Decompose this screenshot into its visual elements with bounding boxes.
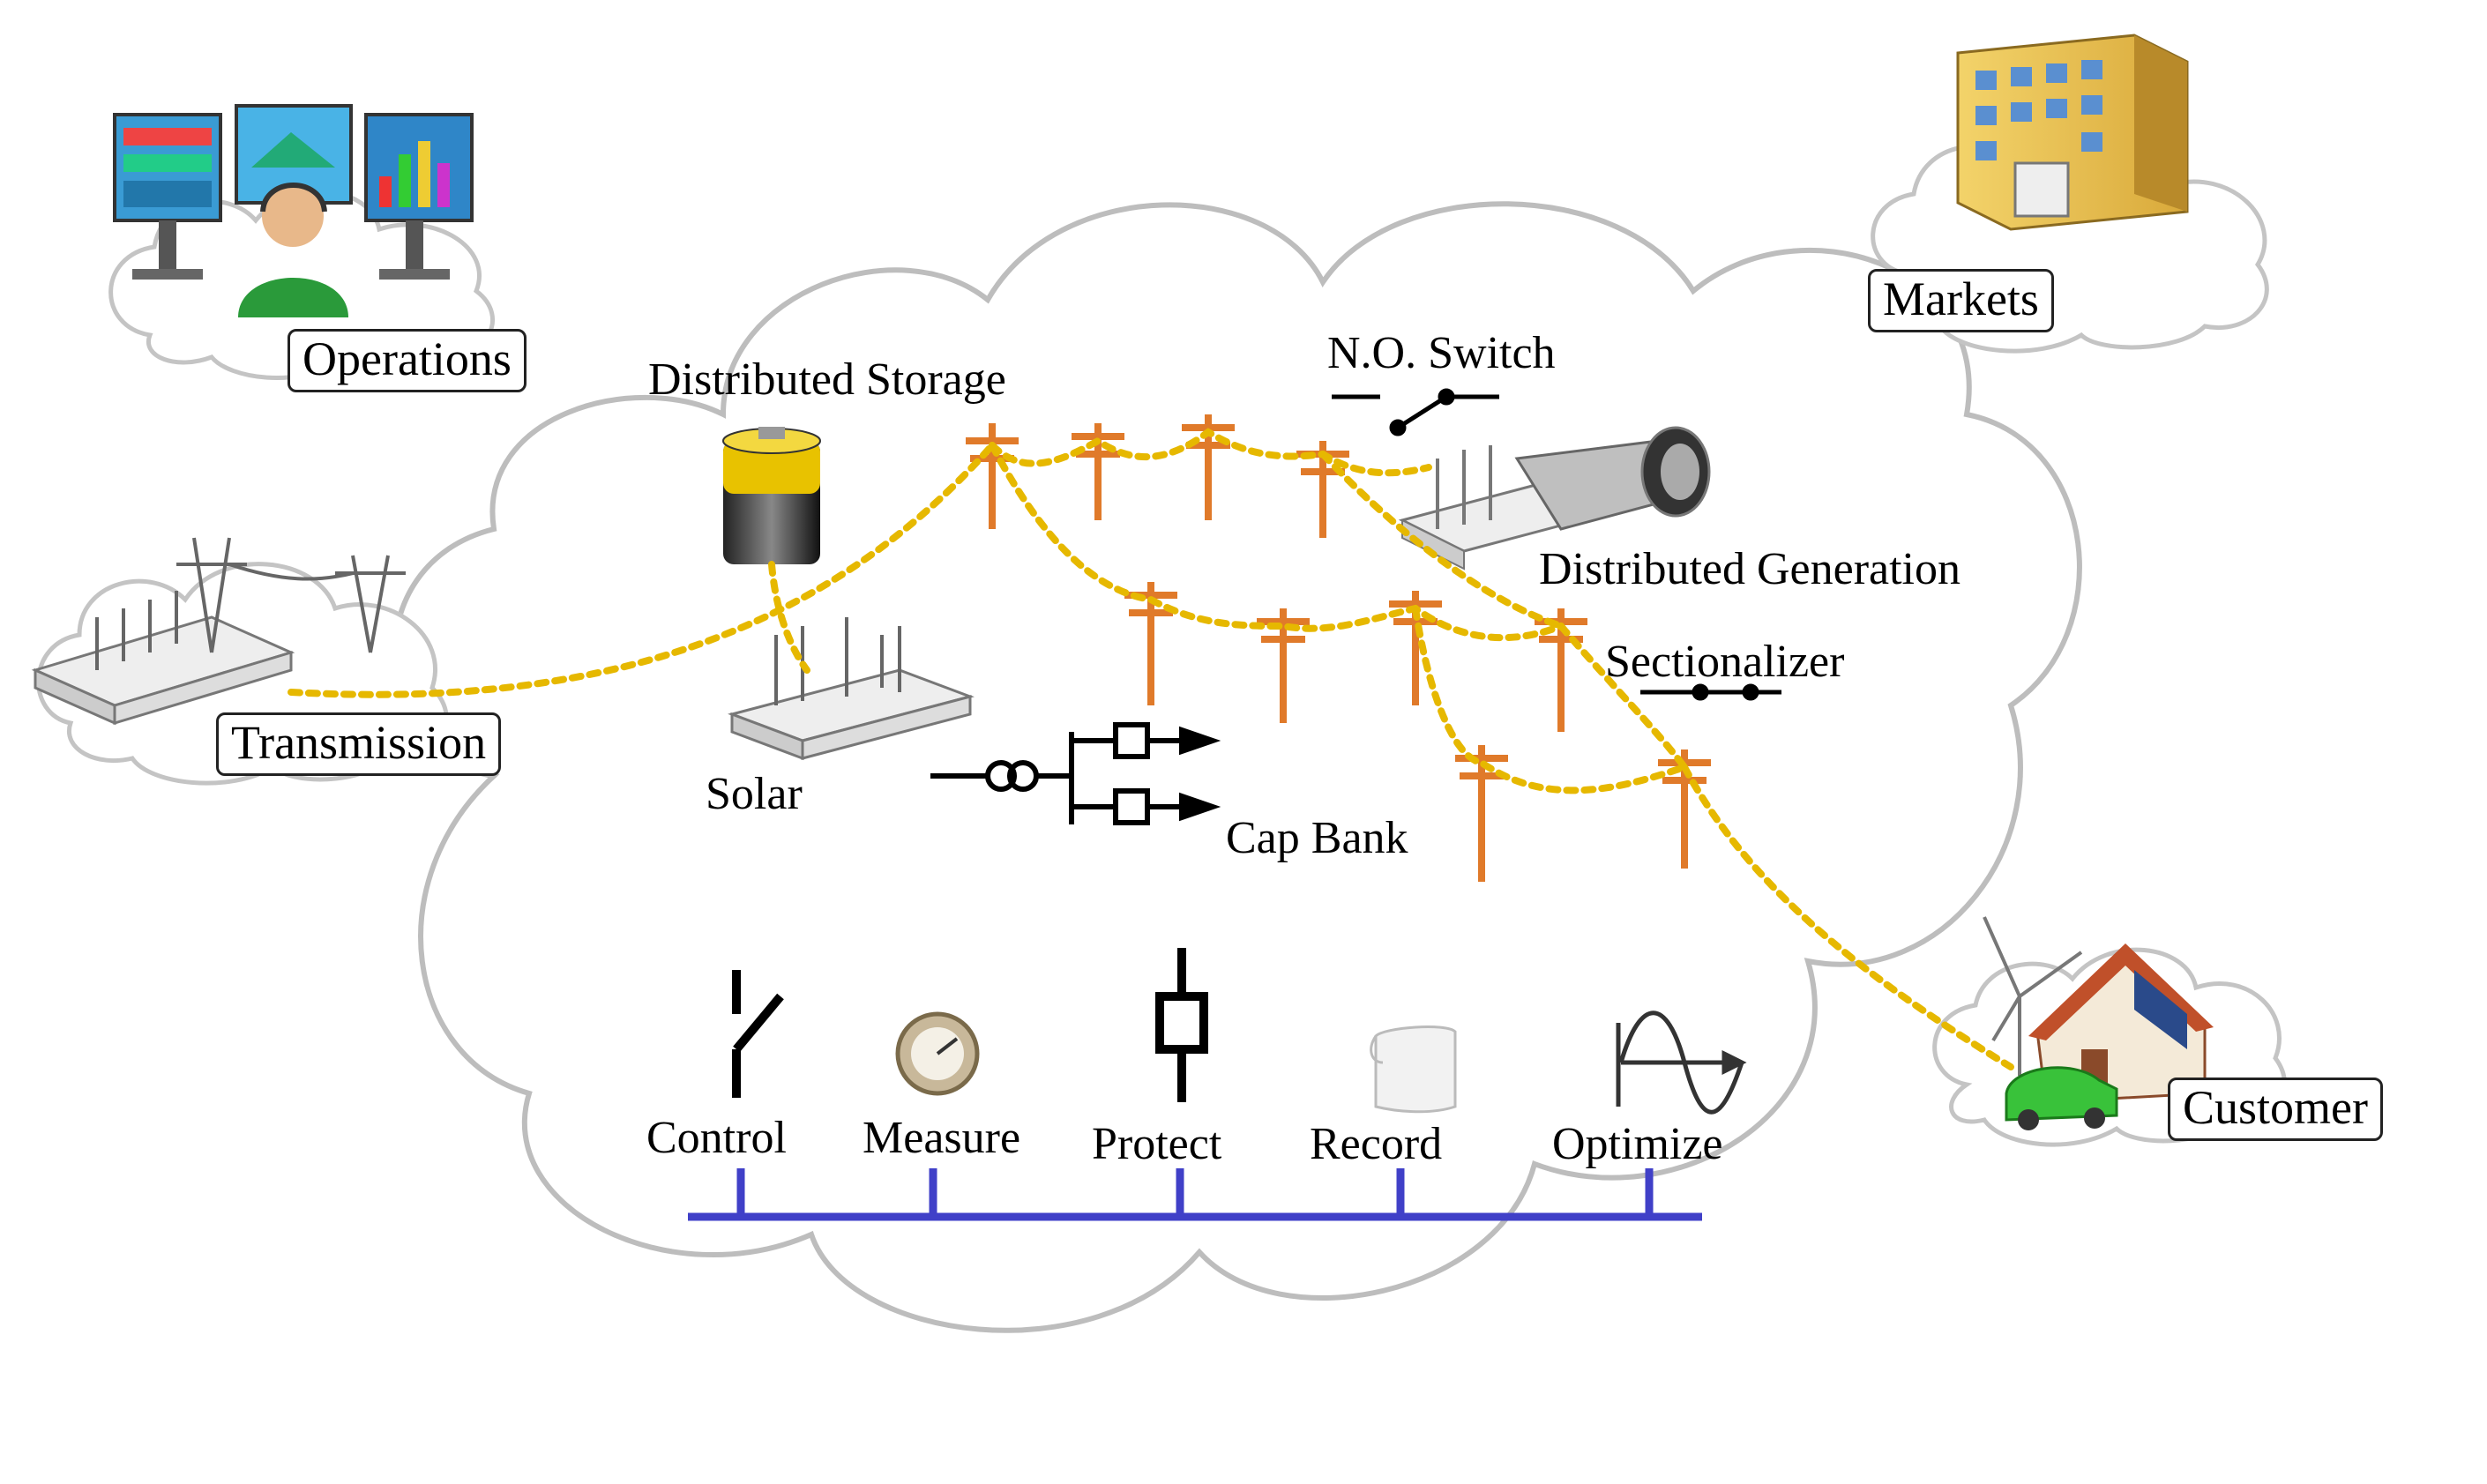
- solar-label: Solar: [706, 769, 803, 819]
- customer-label: Customer: [2168, 1078, 2383, 1141]
- function-bus: [688, 1168, 1702, 1221]
- function-label-control: Control: [646, 1113, 787, 1163]
- power-lines: [288, 428, 2014, 1070]
- markets-label: Markets: [1868, 269, 2054, 332]
- distributed-generation-label: Distributed Generation: [1539, 544, 1960, 594]
- power-line: [768, 561, 810, 674]
- function-label-measure: Measure: [863, 1113, 1021, 1163]
- paper-scroll-icon: [1370, 1025, 1457, 1114]
- waveform-icon: [1616, 1010, 1747, 1115]
- utility-pole-icon: [1257, 608, 1310, 723]
- transmission-label: Transmission: [216, 712, 502, 776]
- power-line: [1557, 623, 1688, 771]
- no-switch-label: N.O. Switch: [1327, 328, 1556, 378]
- function-label-record: Record: [1310, 1119, 1443, 1169]
- switch-symbol-icon: [732, 970, 784, 1098]
- power-line: [1319, 451, 1565, 630]
- customer-house-icon: [1983, 916, 2214, 1130]
- function-label-protect: Protect: [1092, 1119, 1222, 1169]
- function-label-optimize: Optimize: [1552, 1119, 1723, 1169]
- battery-icon: [722, 427, 821, 564]
- cap-bank-label: Cap Bank: [1226, 813, 1408, 863]
- gauge-icon: [895, 1011, 980, 1096]
- power-line: [1412, 605, 1688, 794]
- operations-label: Operations: [288, 329, 527, 392]
- distributed-storage-label: Distributed Storage: [648, 354, 1006, 405]
- normally-open-switch-symbol: [1332, 388, 1499, 436]
- generator-turbine-icon: [1398, 426, 1711, 570]
- sectionalizer-symbol: [1640, 683, 1781, 701]
- relay-symbol-icon: [1155, 948, 1208, 1102]
- power-line: [1681, 764, 2014, 1070]
- sectionalizer-label: Sectionalizer: [1605, 637, 1845, 687]
- electric-car-icon: [2005, 1066, 2118, 1130]
- transmission-substation-icon: [31, 537, 406, 726]
- markets-building-icon: [1956, 34, 2189, 231]
- utility-pole-icon: [1455, 745, 1508, 882]
- operations-monitors-icon: [113, 104, 474, 317]
- power-line: [288, 442, 996, 698]
- power-line: [989, 428, 1432, 477]
- power-line: [989, 442, 1565, 642]
- cap-bank-symbol: [930, 722, 1221, 825]
